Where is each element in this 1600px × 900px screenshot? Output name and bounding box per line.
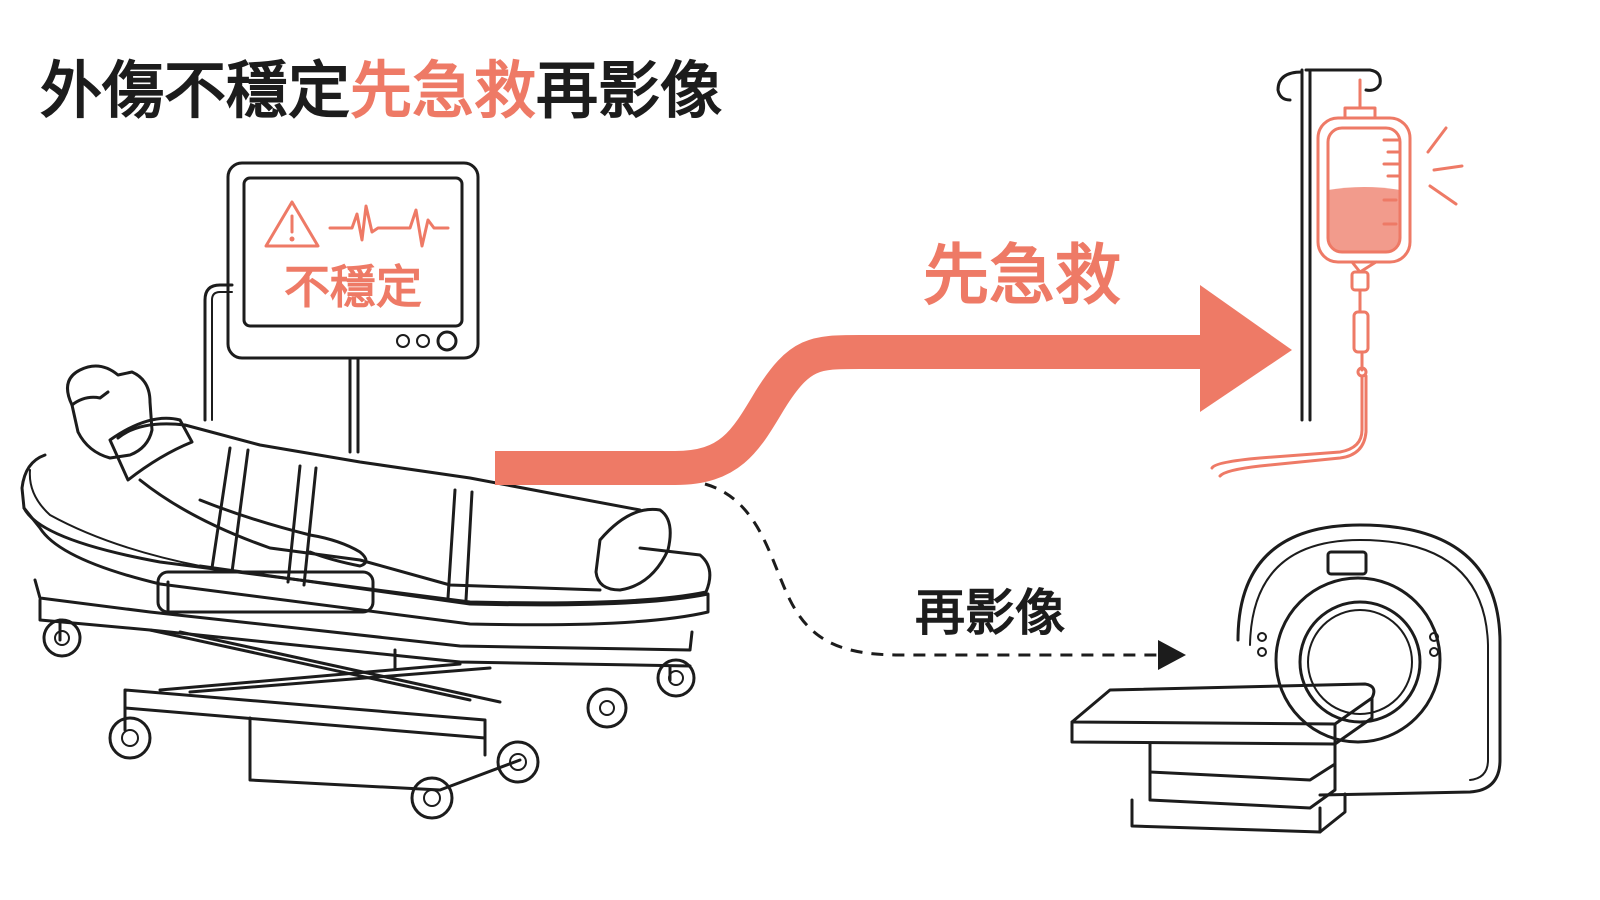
title-part-imaging: 再影像 [536,54,722,127]
secondary-path-arrow [704,482,1186,670]
warning-triangle-icon [264,200,320,248]
title-part-unstable: 外傷不穩定 [40,54,350,127]
primary-path-label: 先急救 [923,237,1121,314]
page-title: 外傷不穩定先急救再影像 [40,54,722,127]
secondary-path-label: 再影像 [915,584,1065,642]
ecg-waveform-icon [328,204,450,248]
title-part-resuscitate: 先急救 [350,54,536,127]
vital-signs-monitor: 不穩定 [203,161,480,454]
monitor-status-label: 不穩定 [284,260,422,314]
patient-on-stretcher-icon [20,364,712,820]
ct-scanner-icon [1070,523,1502,834]
primary-path-arrow [495,285,1292,485]
iv-drip-icon [1210,68,1464,478]
